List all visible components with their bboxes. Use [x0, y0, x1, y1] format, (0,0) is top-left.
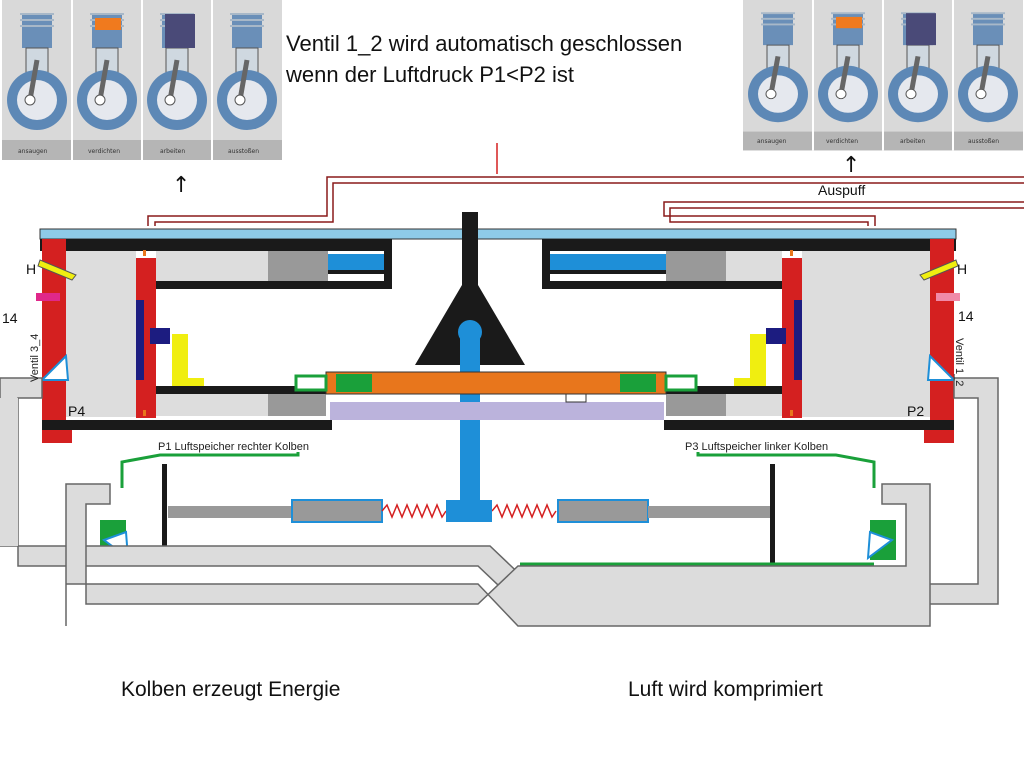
label-14-left: 14 [2, 310, 18, 326]
arrow-up-right: ↑ [842, 153, 860, 178]
caption-arbeiten-left: arbeiten [160, 148, 185, 155]
auspuff-label: Auspuff [818, 182, 865, 198]
stroke-panels-right: ansaugen verdichten arbeiten ausstoßen [743, 0, 1023, 150]
label-h-left: H [26, 261, 36, 277]
lower-rod [168, 499, 770, 523]
caption-verdichten-left: verdichten [88, 148, 120, 155]
pipe-cover [0, 398, 18, 546]
label-ventil-1-2: Ventil 1_2 [953, 338, 965, 386]
caption-ansaugen-left: ansaugen [18, 148, 48, 155]
caption-ausstossen-left: ausstoßen [228, 148, 259, 155]
top-frame-bar [39, 228, 957, 240]
right-cylinder [542, 239, 960, 443]
label-h-right: H [957, 261, 967, 277]
caption-verdichten-right: verdichten [826, 138, 858, 145]
arrow-up-left: ↑ [172, 173, 190, 198]
label-p4: P4 [68, 403, 85, 419]
header-line-1: Ventil 1_2 wird automatisch geschlossen [286, 31, 682, 56]
top-frame-left [40, 239, 390, 251]
header-line-2: wenn der Luftdruck P1<P2 ist [285, 62, 574, 87]
caption-ansaugen-right: ansaugen [757, 138, 787, 145]
air-pipes [0, 377, 999, 627]
caption-arbeiten-right: arbeiten [900, 138, 925, 145]
label-14-right: 14 [958, 308, 974, 324]
label-p2: P2 [907, 403, 924, 419]
left-cylinder [36, 239, 392, 443]
stroke-panels-left: ansaugen verdichten arbeiten ausstoßen [2, 0, 282, 162]
caption-right: Luft wird komprimiert [628, 678, 823, 701]
center-mechanism [294, 212, 698, 520]
caption-ausstossen-right: ausstoßen [968, 138, 999, 145]
label-p1-storage: P1 Luftspeicher rechter Kolben [158, 441, 309, 453]
caption-left: Kolben erzeugt Energie [121, 678, 341, 701]
label-p3-storage: P3 Luftspeicher linker Kolben [685, 441, 828, 453]
top-frame-right [544, 239, 956, 251]
exhaust-pipes [147, 176, 1024, 226]
label-ventil-3-4: Ventil 3_4 [29, 334, 41, 382]
